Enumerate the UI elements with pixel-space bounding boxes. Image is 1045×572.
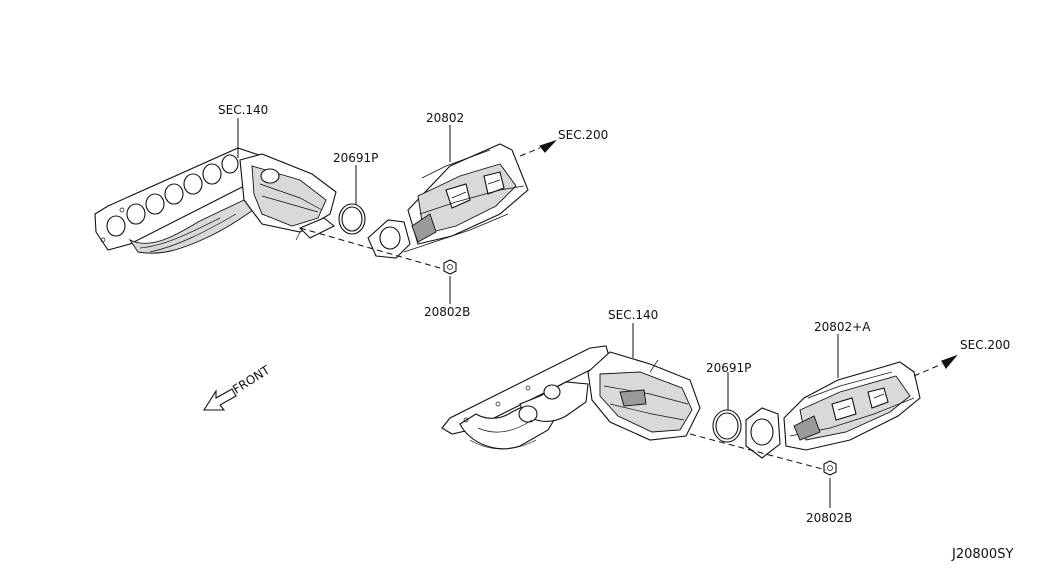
lower-gasket-label: 20691P [706,361,751,375]
lower-cat-converter-section[interactable] [587,351,701,441]
lower-sec140-label: SEC.140 [608,308,658,322]
lower-front-exhaust-tube[interactable] [745,361,921,459]
upper-nut-label: 20802B [424,305,470,319]
lower-nut-label: 20802B [806,511,852,525]
lower-gasket-ring[interactable] [712,409,742,443]
upper-front-exhaust-tube[interactable] [367,143,529,259]
upper-exhaust-manifold[interactable] [94,147,263,254]
upper-sec200-arrow [539,139,557,153]
upper-sec200-label: SEC.200 [558,128,608,142]
front-indicator: FRONT [203,363,273,411]
lower-sec200-label: SEC.200 [960,338,1010,352]
upper-gasket-ring[interactable] [338,203,366,235]
upper-sec140-label: SEC.140 [218,103,268,117]
diagram-id-label: J20800SY [951,547,1013,562]
lower-sec200-arrow [941,354,958,369]
upper-assembly: SEC.140 20691P 20802 SEC.200 20802B [94,103,608,319]
lower-flange-nut[interactable] [823,460,837,476]
upper-flange-nut[interactable] [443,259,457,275]
upper-gasket-label: 20691P [333,151,378,165]
lower-exhaust-manifold[interactable] [441,345,611,450]
upper-converter-label: 20802 [426,111,464,125]
lower-assembly: SEC.140 20691P 20802+A SEC.200 20802B [441,308,1010,525]
front-arrow-icon [203,388,237,411]
lower-converter-label: 20802+A [814,320,871,334]
upper-cat-converter-section[interactable] [239,153,337,241]
front-label: FRONT [230,363,273,397]
